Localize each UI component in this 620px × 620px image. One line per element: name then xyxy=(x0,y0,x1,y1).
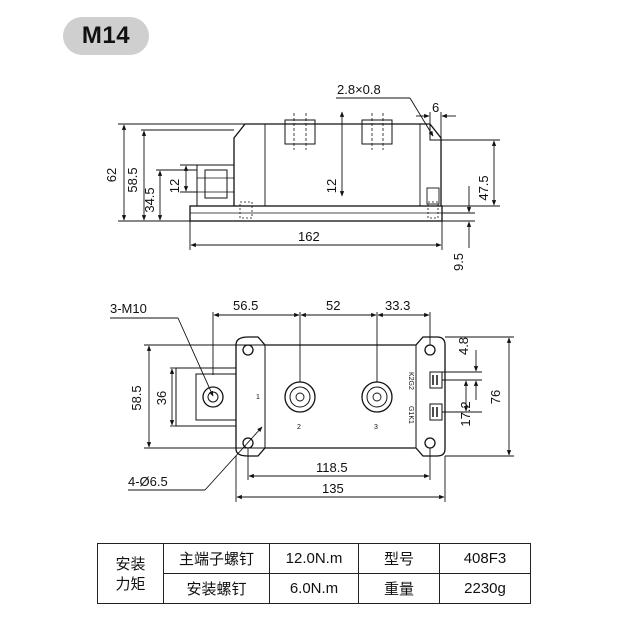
dim-12-left: 12 xyxy=(167,179,182,193)
mounting-screw-label: 安装螺钉 xyxy=(163,573,270,604)
terminal-label-g1k1: G1K1 xyxy=(407,406,414,424)
weight-label: 重量 xyxy=(358,573,440,604)
dim-2-8x0-8: 2.8×0.8 xyxy=(337,82,381,97)
weight-value: 2230g xyxy=(439,573,531,604)
dim-62: 62 xyxy=(104,168,119,182)
dim-52: 52 xyxy=(326,298,340,313)
spec-row-2: 安装螺钉 6.0N.m 重量 2230g xyxy=(98,573,531,604)
dim-33-3: 33.3 xyxy=(385,298,410,313)
dim-118-5: 118.5 xyxy=(316,460,348,475)
model-badge: M14 xyxy=(63,17,149,55)
spec-table: 安装 力矩 主端子螺钉 12.0N.m 型号 408F3 安装螺钉 6.0N.m… xyxy=(97,543,531,604)
dim-58-5-side: 58.5 xyxy=(125,167,140,192)
side-view xyxy=(118,97,500,250)
side-terminal-block-left xyxy=(284,119,316,145)
mounting-screw-value: 6.0N.m xyxy=(269,573,359,604)
main-terminal-screw-label: 主端子螺钉 xyxy=(163,543,270,574)
gate-terminal-k2g2 xyxy=(429,371,443,389)
dim-17-2: 17.2 xyxy=(458,401,473,426)
dim-4-phi6-5: 4-Ø6.5 xyxy=(128,474,168,489)
dim-76: 76 xyxy=(488,390,503,404)
top-base-plate xyxy=(235,336,446,457)
dim-6: 6 xyxy=(432,100,439,115)
mount-hole-tl xyxy=(242,344,254,356)
dim-56-5: 56.5 xyxy=(233,298,258,313)
gate-terminal-g1k1 xyxy=(429,403,443,421)
terminal-label-1: 1 xyxy=(256,394,260,401)
spec-row-1: 安装 力矩 主端子螺钉 12.0N.m 型号 408F3 xyxy=(97,543,531,604)
terminal-label-k2g2: K2G2 xyxy=(407,372,414,390)
top-left-terminal-bracket xyxy=(175,367,237,427)
model-label: 型号 xyxy=(358,543,440,574)
dim-58-5-top: 58.5 xyxy=(129,385,144,410)
side-base-plate xyxy=(189,205,443,222)
main-terminal-screw-value: 12.0N.m xyxy=(269,543,359,574)
terminal-label-3: 3 xyxy=(374,424,378,431)
dim-9-5: 9.5 xyxy=(451,253,466,271)
mount-hole-tr xyxy=(424,344,436,356)
dim-47-5: 47.5 xyxy=(476,175,491,200)
dim-162: 162 xyxy=(298,229,320,244)
side-left-terminal xyxy=(196,164,235,207)
dim-4-8: 4.8 xyxy=(456,337,471,355)
mount-hole-br xyxy=(424,437,436,449)
model-badge-text: M14 xyxy=(81,22,131,49)
torque-label-cell: 安装 力矩 xyxy=(97,543,164,604)
terminal-1-circle xyxy=(202,386,224,408)
dim-12-mid: 12 xyxy=(324,179,339,193)
top-housing xyxy=(264,344,417,449)
side-housing xyxy=(233,123,442,206)
top-view xyxy=(110,312,514,502)
dim-135: 135 xyxy=(322,481,344,496)
dim-3-m10: 3-M10 xyxy=(110,301,147,316)
dim-34-5: 34.5 xyxy=(142,187,157,212)
side-terminal-block-right xyxy=(361,119,393,145)
terminal-label-2: 2 xyxy=(297,424,301,431)
model-value: 408F3 xyxy=(439,543,531,574)
dim-36: 36 xyxy=(154,391,169,405)
